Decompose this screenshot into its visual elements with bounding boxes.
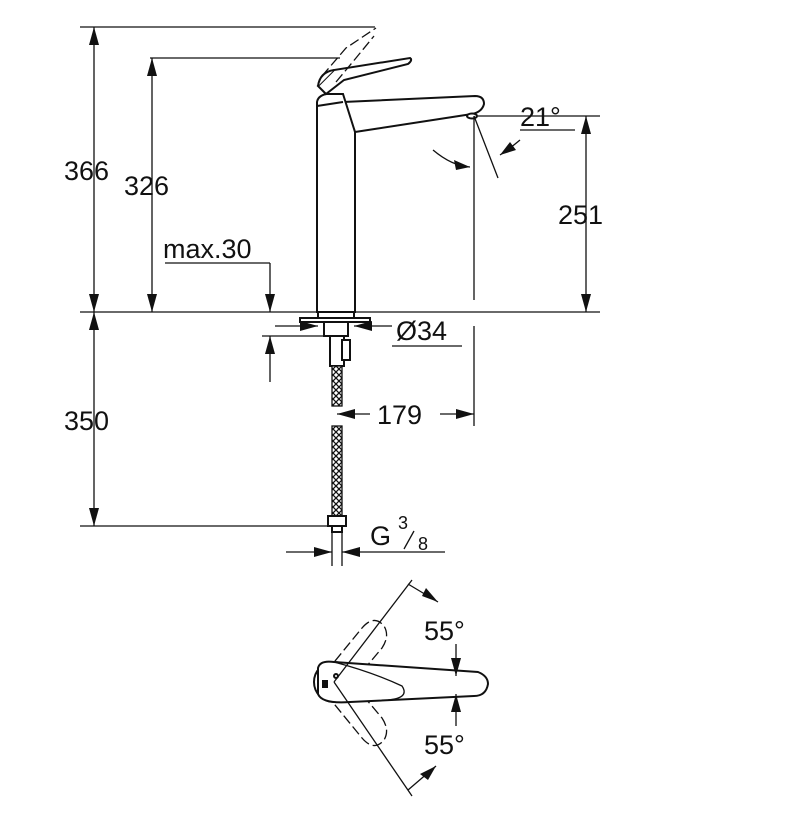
braided-hose-upper	[331, 365, 343, 407]
braided-hose-lower	[331, 425, 343, 517]
lever-swing-lower-ghost	[325, 679, 388, 747]
side-view: 366 326 max.30	[64, 26, 603, 566]
dimension-326: 326	[124, 58, 169, 312]
mounting-assembly	[299, 311, 371, 533]
lever-height-label: 326	[124, 171, 169, 201]
hole-diameter-label: Ø34	[396, 316, 447, 346]
dimension-hole-diameter: Ø34	[275, 316, 462, 347]
thread-denominator: 8	[418, 534, 428, 554]
dimension-swing-upper: 55°	[333, 579, 465, 683]
lever-top	[317, 660, 490, 704]
dimension-max-thickness: max.30	[163, 234, 330, 382]
faucet-body	[316, 27, 486, 313]
thread-numerator: 3	[398, 513, 408, 533]
dimension-thread: G 3 8	[286, 513, 445, 566]
dimension-251: 251	[558, 116, 603, 312]
dimension-350: 350	[64, 312, 109, 526]
thread-label: G	[370, 521, 391, 551]
swing-upper-label: 55°	[424, 616, 465, 646]
total-height-label: 366	[64, 156, 109, 186]
max-thickness-label: max.30	[163, 234, 252, 264]
lever-swing-upper-ghost	[325, 619, 388, 687]
swing-lower-label: 55°	[424, 730, 465, 760]
lever-open-ghost	[321, 27, 377, 83]
spout-reach-label: 179	[377, 400, 422, 430]
dimension-swing-lower: 55°	[333, 681, 465, 797]
dimension-179: 179	[337, 326, 475, 430]
hose-length-label: 350	[64, 406, 109, 436]
dimension-366: 366	[64, 27, 109, 312]
spout-angle-label: 21°	[520, 102, 561, 132]
spout-height-label: 251	[558, 200, 603, 230]
top-view: 55° 55°	[313, 579, 490, 797]
dimension-spout-angle: 21°	[432, 102, 600, 300]
